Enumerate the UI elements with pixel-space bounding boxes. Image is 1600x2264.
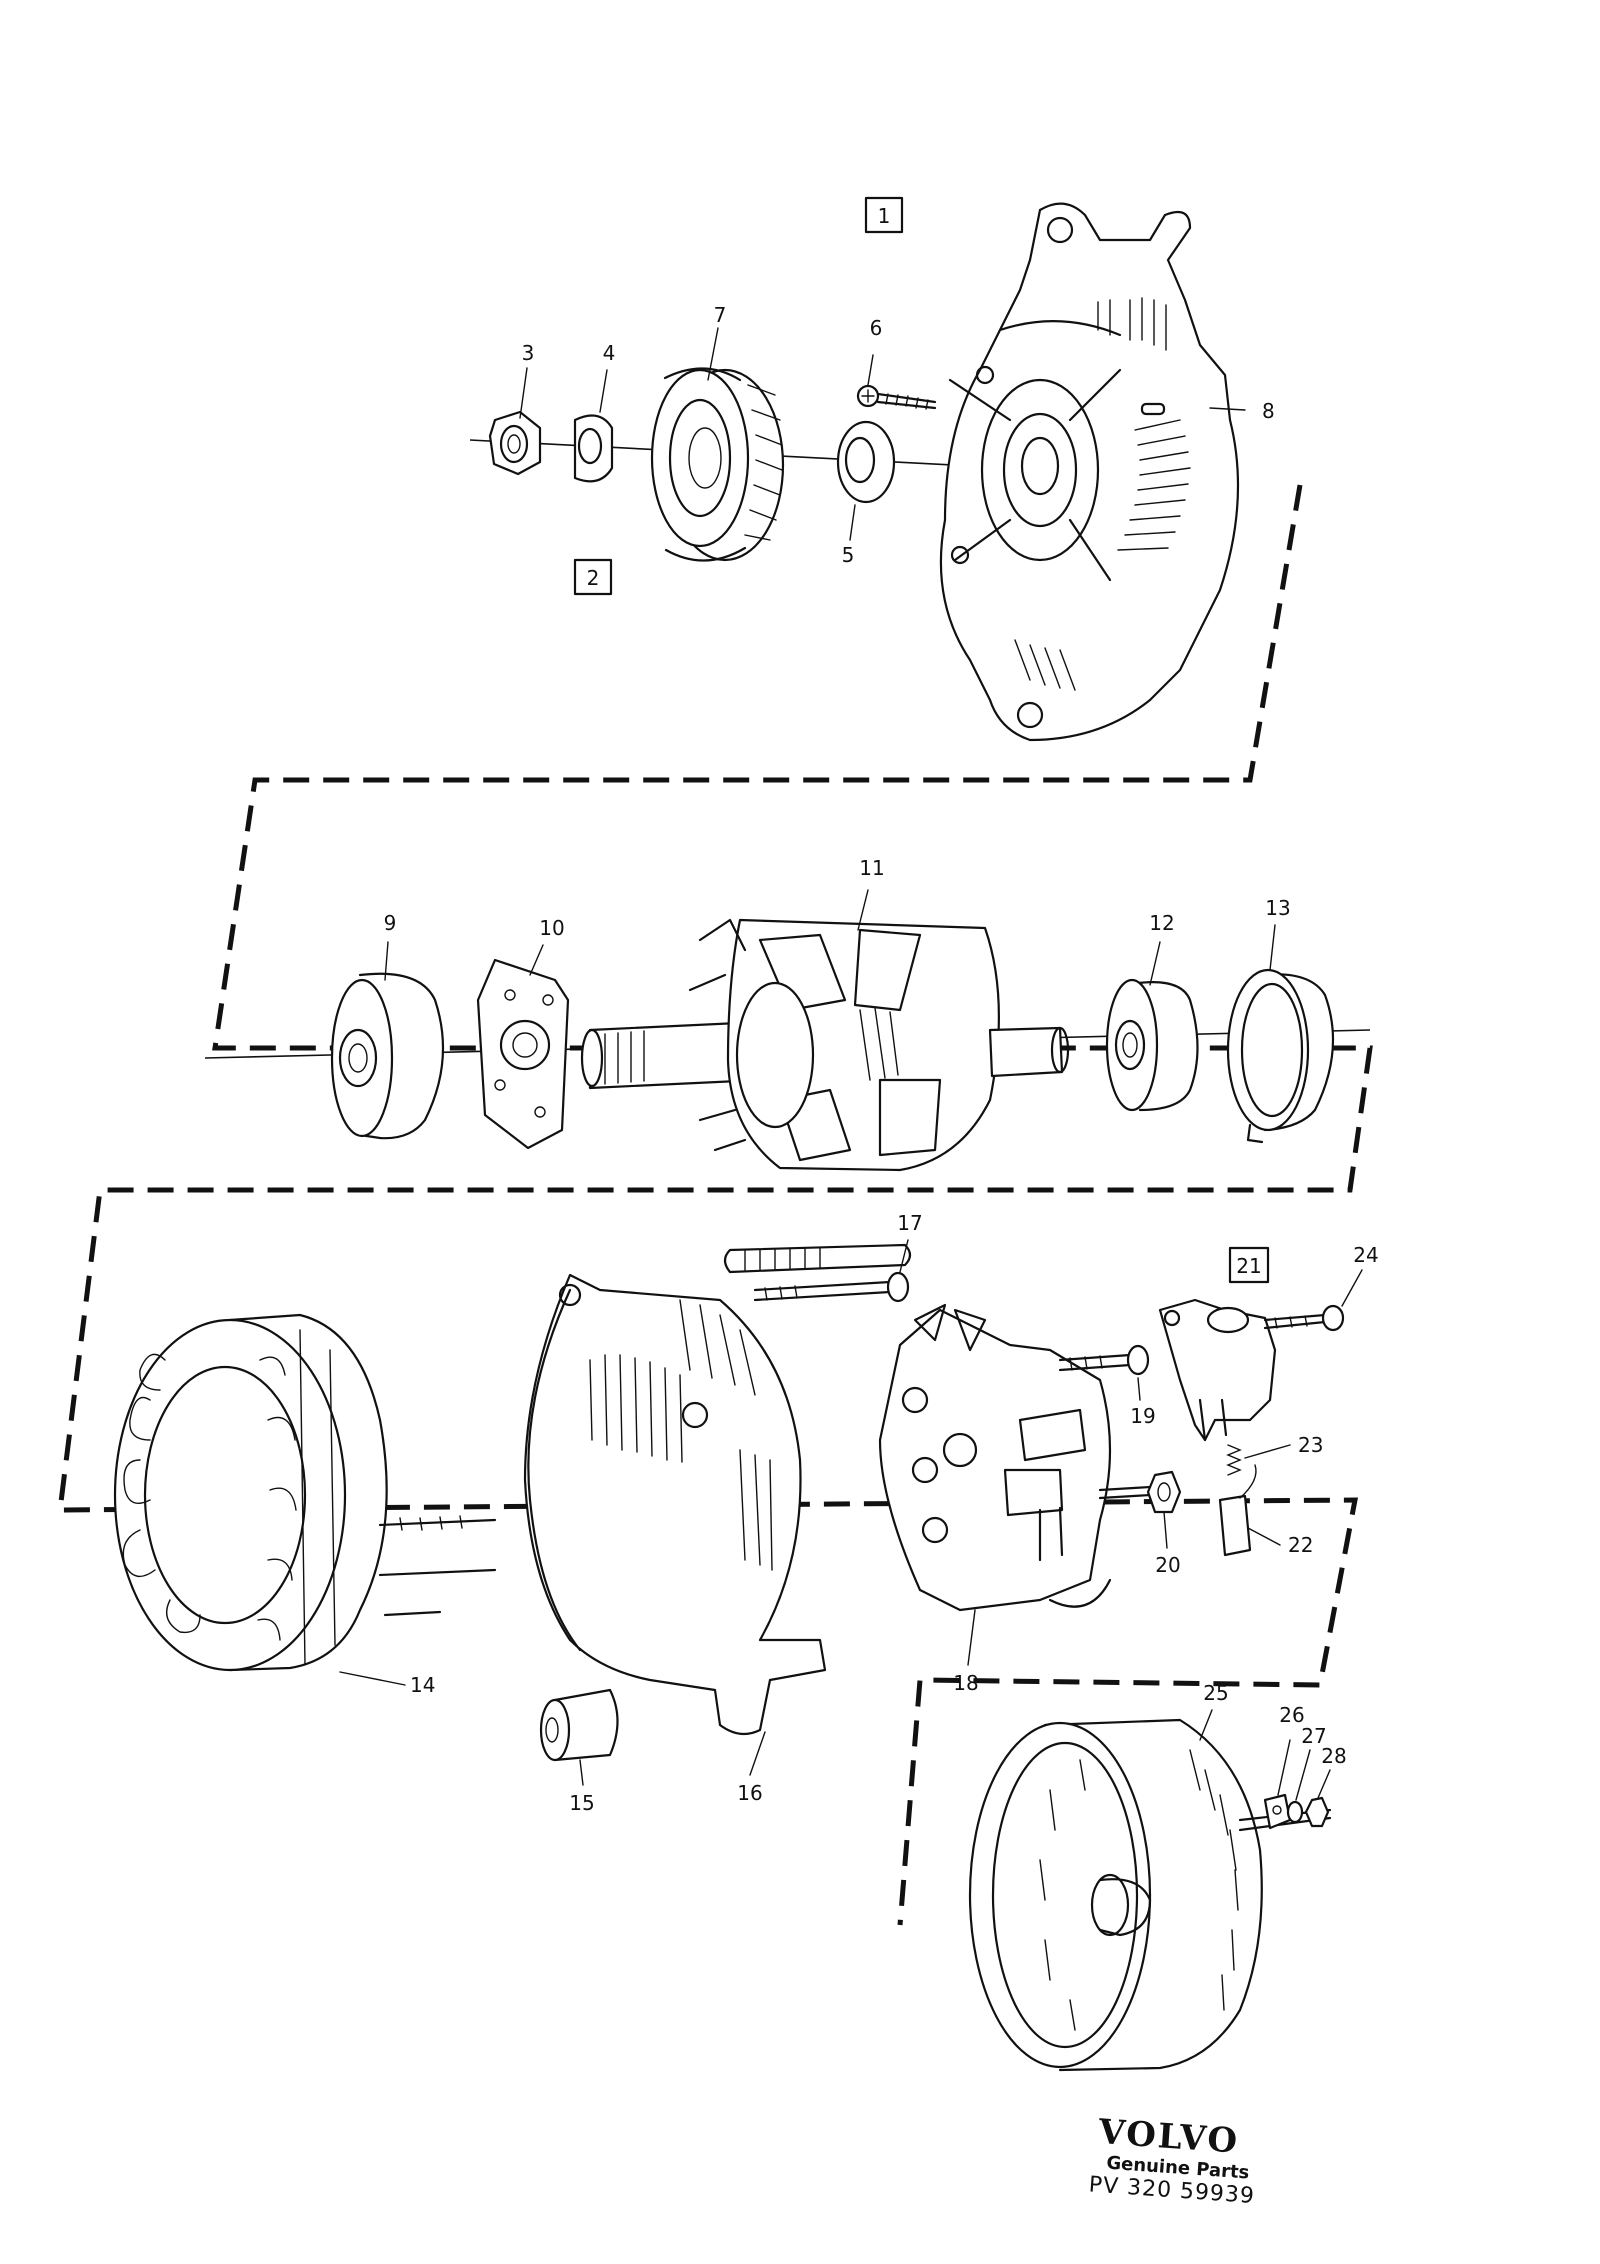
bearing-part-rear xyxy=(1105,978,1199,1112)
callout-14: 14 xyxy=(410,1673,435,1697)
boxed-callout-1: 1 xyxy=(878,204,891,228)
retainer-plate-part xyxy=(476,958,570,1150)
callout-26: 26 xyxy=(1279,1703,1304,1727)
rear-housing-part xyxy=(523,1243,912,1736)
callout-25: 25 xyxy=(1203,1681,1228,1705)
callout-24: 24 xyxy=(1353,1243,1378,1267)
callout-19: 19 xyxy=(1130,1404,1155,1428)
callout-10: 10 xyxy=(539,916,564,940)
callout-16: 16 xyxy=(737,1781,762,1805)
washer-part xyxy=(573,414,614,483)
callout-20: 20 xyxy=(1155,1553,1180,1577)
screw-part-19 xyxy=(1058,1344,1150,1376)
rotor-part xyxy=(580,918,1070,1172)
rear-cover-part xyxy=(968,1718,1332,2072)
callout-7: 7 xyxy=(714,303,727,327)
boxed-callouts: 1 2 21 xyxy=(573,196,1270,1284)
boxed-callout-21: 21 xyxy=(1236,1254,1261,1278)
callout-18: 18 xyxy=(953,1671,978,1695)
callout-9: 9 xyxy=(384,911,397,935)
brush-spring-part xyxy=(1226,1444,1242,1476)
nut-part-28 xyxy=(1304,1796,1330,1828)
callout-28: 28 xyxy=(1321,1744,1346,1768)
callout-22: 22 xyxy=(1288,1533,1313,1557)
nut-part-20 xyxy=(1098,1470,1182,1514)
callout-12: 12 xyxy=(1149,911,1174,935)
brush-part xyxy=(1218,1464,1257,1557)
screw-part xyxy=(856,384,937,410)
sleeve-part xyxy=(539,1688,619,1762)
rotor-assembly xyxy=(204,918,1371,1172)
volvo-brand-block: VOLVO Genuine Parts PV 320 59939 xyxy=(1088,2112,1260,2209)
callout-13: 13 xyxy=(1265,896,1290,920)
callout-3: 3 xyxy=(522,341,535,365)
callout-4: 4 xyxy=(603,341,616,365)
callout-labels: 3 4 7 6 8 5 9 10 11 12 13 17 24 19 23 20… xyxy=(384,303,1379,1815)
spacer-part xyxy=(836,420,896,504)
stator-part xyxy=(113,1313,497,1672)
callout-27: 27 xyxy=(1301,1724,1326,1748)
rectifier-part xyxy=(878,1303,1112,1612)
callout-17: 17 xyxy=(897,1211,922,1235)
leader-lines xyxy=(339,327,1363,1801)
boxed-callout-2: 2 xyxy=(587,566,600,590)
pulley-assembly xyxy=(469,367,1051,562)
callout-15: 15 xyxy=(569,1791,594,1815)
section-divider-lines xyxy=(57,484,1373,1926)
callout-5: 5 xyxy=(842,543,855,567)
nut-part xyxy=(488,410,542,476)
drive-end-housing xyxy=(939,202,1240,742)
bearing-part xyxy=(330,972,445,1140)
regulator-part xyxy=(1158,1298,1345,1442)
bearing-cover-part xyxy=(1226,968,1335,1144)
callout-23: 23 xyxy=(1298,1433,1323,1457)
callout-11: 11 xyxy=(859,856,884,880)
pulley-part xyxy=(650,367,785,562)
bolt-part-17 xyxy=(753,1271,910,1303)
washer-part-27 xyxy=(1286,1800,1304,1824)
callout-6: 6 xyxy=(870,316,883,340)
callout-8: 8 xyxy=(1262,399,1275,423)
